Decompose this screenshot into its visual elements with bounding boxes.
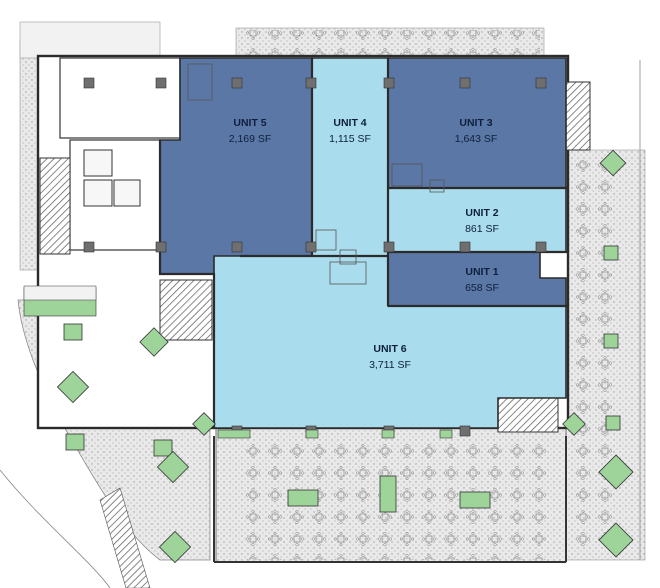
unit-2-label: UNIT 2 — [465, 207, 498, 219]
elevator-shaft-3 — [113, 179, 141, 207]
planters — [56, 149, 634, 564]
east-patio-seating — [568, 160, 612, 550]
west-bench-row — [23, 285, 97, 301]
site-boundary-curve — [0, 469, 111, 588]
north-patio-seating — [240, 30, 540, 56]
unit-4-area-label: 1,115 SF — [329, 133, 371, 145]
unit-2-area-label: 861 SF — [465, 223, 499, 235]
unit-4-label: UNIT 4 — [333, 117, 366, 129]
stair-west — [39, 157, 71, 255]
unit-5-area[interactable] — [159, 57, 313, 275]
unit-5-label: UNIT 5 — [233, 117, 266, 129]
partition-unit5-core — [158, 140, 216, 428]
unit-4-area[interactable] — [311, 57, 389, 257]
crosswalk — [99, 487, 151, 588]
restroom-fixtures — [187, 63, 445, 285]
unit-6-area-label: 3,711 SF — [369, 359, 411, 371]
unit-3-area-label: 1,643 SF — [455, 133, 498, 145]
elevator-shaft-2 — [83, 179, 113, 207]
north-west-paving — [19, 21, 161, 59]
unit-1-area-label: 658 SF — [465, 282, 499, 294]
stair-south-west — [159, 279, 213, 341]
unit-1-label: UNIT 1 — [465, 266, 498, 278]
unit-3-label: UNIT 3 — [459, 117, 492, 129]
unit-6-label: UNIT 6 — [373, 343, 406, 355]
unit-5-area-label: 2,169 SF — [229, 133, 272, 145]
unit-1-area[interactable] — [387, 251, 567, 307]
stair-south-east — [497, 397, 559, 433]
core-north-west — [59, 57, 181, 139]
elevator-shaft-1 — [83, 149, 113, 177]
